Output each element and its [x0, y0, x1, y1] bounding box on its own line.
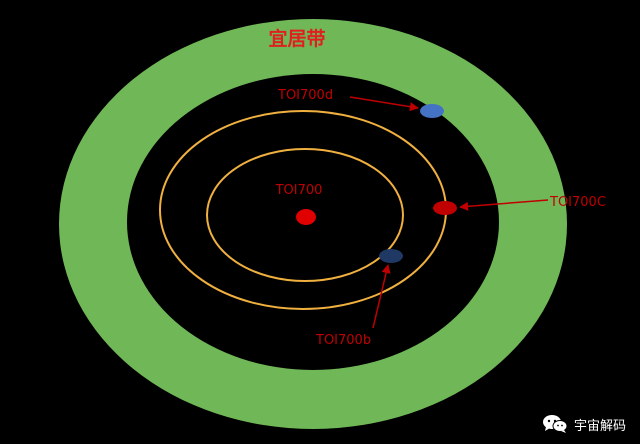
watermark-text: 宇宙解码 [573, 418, 626, 434]
planet-toi700b [379, 249, 403, 263]
planet-d-label: TOI700d [277, 88, 333, 103]
orbit-inner [206, 148, 404, 282]
star-toi700 [296, 209, 316, 225]
planet-d-arrow [349, 96, 419, 112]
planet-b-label: TOI700b [315, 333, 371, 348]
planet-toi700d [420, 104, 444, 118]
watermark: 宇宙解码 [542, 414, 626, 434]
planet-c-label: TOI700C [549, 195, 606, 210]
star-label: TOI700 [275, 183, 323, 198]
wechat-icon [542, 414, 568, 434]
planet-c-arrow [459, 199, 549, 211]
planet-toi700c [433, 201, 457, 215]
habitable-zone-label: 宜居带 [268, 27, 325, 50]
planet-b-arrow [372, 264, 391, 329]
